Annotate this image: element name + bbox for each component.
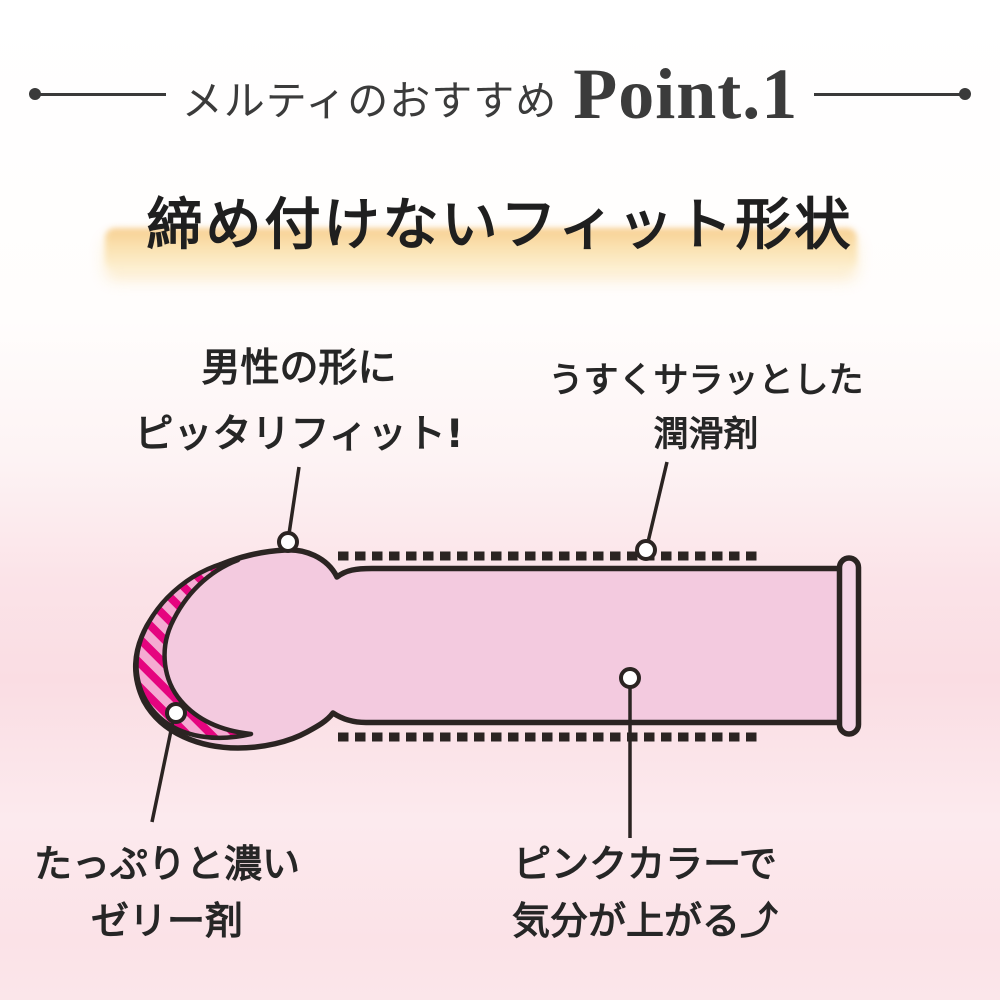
leader-line-lubricant	[646, 461, 669, 543]
header-brand-label: メルティのおすすめ	[181, 77, 558, 125]
header-point-label: Point.1	[573, 54, 799, 134]
callout-pink-mood-line1: ピンクカラーで	[513, 842, 777, 886]
callout-pink-mood-line2: 気分が上がる⤴	[511, 899, 779, 943]
callout-lubricant-line2: 潤滑剤	[653, 415, 759, 456]
jelly-stripe-area	[134, 557, 254, 741]
leader-line-jelly	[150, 720, 175, 823]
header-dot-right-icon	[959, 88, 972, 100]
callout-lubricant-label: うすくサラッとした 潤滑剤	[548, 354, 863, 463]
heading-block: 締め付けないフィット形状	[0, 192, 1000, 270]
callout-jelly-label: たっぷりと濃い ゼリー剤	[34, 836, 300, 950]
callout-lubricant-line1: うすくサラッとした	[548, 361, 864, 401]
point-header: メルティのおすすめ Point.1	[0, 54, 1000, 134]
callout-pink-mood-label: ピンクカラーで 気分が上がる⤴	[512, 836, 778, 950]
callout-dot-pink-mood	[619, 667, 641, 689]
condom-rim	[836, 555, 862, 737]
leader-line-fit	[287, 466, 301, 535]
condom-body-shape	[133, 547, 843, 751]
heading-highlight	[105, 228, 857, 270]
header-dot-left-icon	[28, 88, 41, 100]
callout-fit-line1: 男性の形に	[201, 346, 397, 391]
callout-dot-lubricant	[635, 539, 657, 561]
page-title: 締め付けないフィット形状	[146, 193, 854, 258]
header-rule-right	[814, 88, 972, 100]
callout-fit-label: 男性の形に ピッタリフィット!	[134, 336, 463, 469]
callout-jelly-line2: ゼリー剤	[90, 899, 244, 943]
callout-dot-jelly	[165, 702, 187, 724]
header-rule-left	[28, 88, 166, 100]
callout-jelly-line1: たっぷりと濃い	[33, 842, 301, 886]
callout-fit-line2: ピッタリフィット!	[134, 412, 464, 458]
callout-dot-fit	[277, 531, 299, 553]
